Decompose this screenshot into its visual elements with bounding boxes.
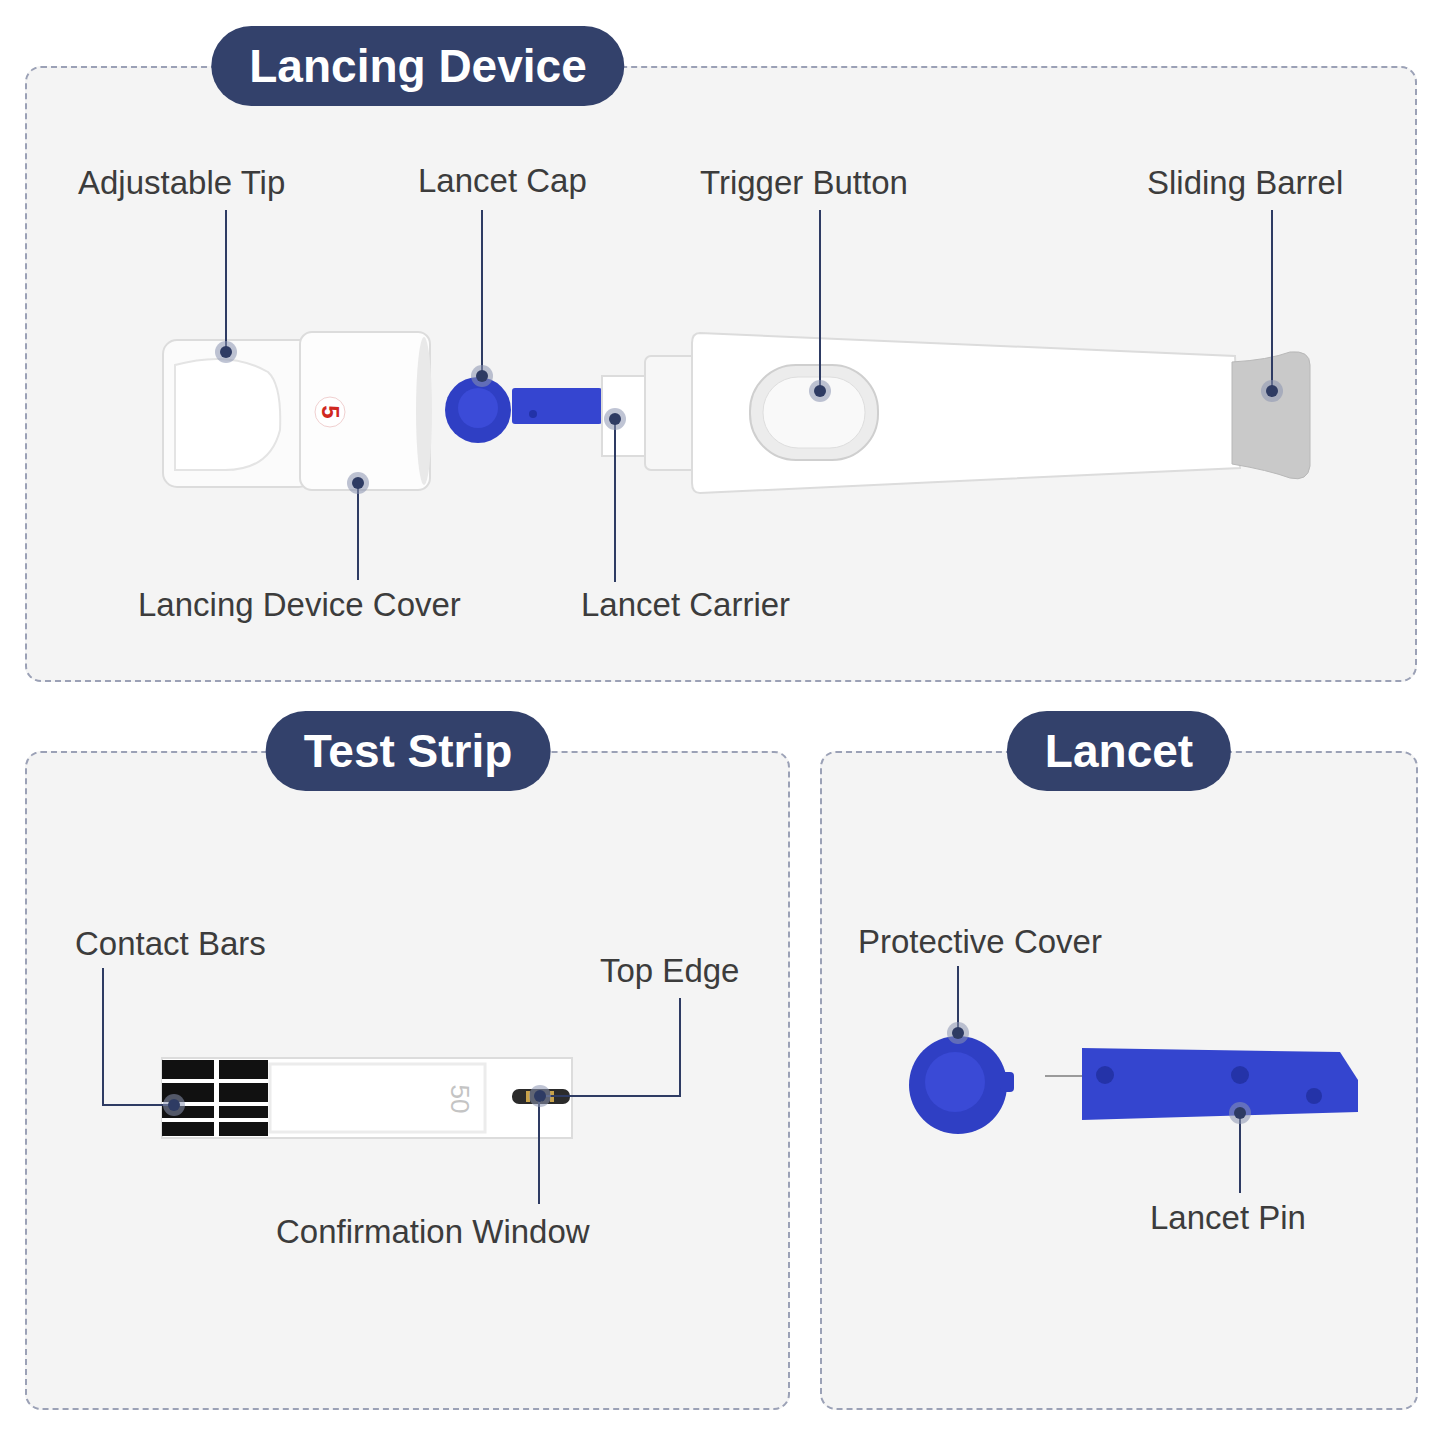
part-label: Sliding Barrel — [1147, 163, 1343, 203]
part-label: Lancet Cap — [418, 161, 587, 201]
part-label: Protective Cover — [858, 922, 1102, 962]
section-panel: Lancet — [820, 751, 1418, 1410]
section-panel: Test Strip — [25, 751, 790, 1410]
section-heading: Test Strip — [266, 711, 551, 791]
part-label: Top Edge — [600, 951, 739, 991]
setting-number: 5 — [316, 405, 344, 418]
part-label: Lancet Carrier — [581, 585, 790, 625]
part-label: Lancing Device Cover — [138, 585, 461, 625]
strip-marking: 50 — [445, 1085, 475, 1114]
part-label: Contact Bars — [75, 924, 266, 964]
part-label: Trigger Button — [700, 163, 908, 203]
part-label: Adjustable Tip — [78, 163, 285, 203]
section-heading: Lancing Device — [211, 26, 624, 106]
part-label: Confirmation Window — [276, 1212, 590, 1252]
section-heading: Lancet — [1007, 711, 1231, 791]
part-label: Lancet Pin — [1150, 1198, 1306, 1238]
